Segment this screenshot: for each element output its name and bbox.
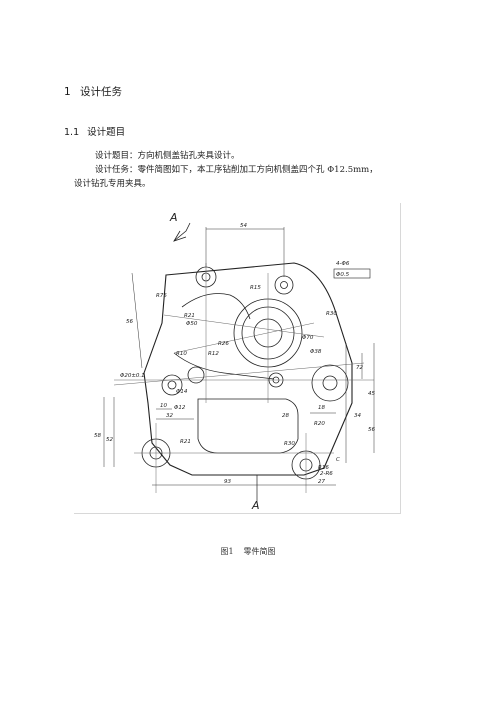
section-arrow-top — [173, 222, 191, 242]
dim-r20: R20 — [314, 421, 325, 427]
section-heading: 1 设计任务 — [64, 84, 122, 99]
section-number: 1 — [64, 86, 71, 98]
part-drawing: A — [94, 211, 375, 512]
center-lines — [113, 263, 374, 493]
section-arrowhead-top — [173, 230, 187, 242]
dim-r26: R26 — [218, 341, 229, 347]
dim-right2: 45 — [368, 391, 375, 397]
dim-bottom-left: 93 — [224, 479, 231, 485]
paragraph-topic: 设计题目：方向机侧盖钻孔夹具设计。 — [95, 151, 240, 161]
dim-d14: Φ14 — [176, 389, 188, 395]
paragraph-task-line1: 设计任务：零件简图如下，本工序钻削加工方向机侧盖四个孔 Φ12.5mm， — [95, 165, 378, 175]
dim-holes-tol: Φ0.5 — [336, 272, 350, 278]
dim-r30b: R30 — [284, 441, 295, 447]
paragraph-task-line2: 设计钻孔专用夹具。 — [74, 179, 151, 189]
caption-text: 零件简图 — [243, 547, 276, 556]
part-drawing-figure: A — [74, 203, 401, 514]
dim-left-vert: 56 — [126, 319, 133, 325]
subsection-title: 设计题目 — [87, 127, 126, 138]
dim-right3: 18 — [318, 405, 325, 411]
dim-hole-bottom: Φ20±0.1 — [120, 373, 145, 379]
dim-d50: Φ50 — [186, 321, 198, 327]
hole-mid — [187, 366, 205, 384]
dim-28: 28 — [282, 413, 289, 419]
hole-mid-left — [161, 374, 183, 396]
mid-web — [173, 352, 275, 380]
dim-10: 10 — [160, 403, 167, 409]
dim-d38: Φ38 — [310, 349, 322, 355]
dim-r10: R10 — [176, 351, 187, 357]
hole-top-right — [274, 275, 294, 295]
dim-left-inner: 52 — [106, 437, 113, 443]
subsection-number: 1.1 — [64, 127, 80, 138]
dim-left-outer: 58 — [94, 433, 101, 439]
top-web — [181, 293, 251, 320]
section-title: 设计任务 — [80, 86, 123, 98]
dim-d12: Φ12 — [174, 405, 186, 411]
dim-r12: R12 — [208, 351, 219, 357]
hole-right — [311, 364, 349, 402]
tolerance-frame — [333, 268, 371, 279]
dim-32: 32 — [166, 413, 173, 419]
dim-bottom-right: 27 — [318, 479, 325, 485]
dim-right1: 72 — [356, 365, 363, 371]
figure-caption: 图1 零件简图 — [0, 546, 496, 557]
dim-r30: R30 — [326, 311, 337, 317]
section-label-top: A — [169, 211, 178, 224]
dim-r15: R15 — [250, 285, 261, 291]
dim-top-width: 54 — [240, 223, 247, 229]
dim-right4: 34 — [354, 413, 361, 419]
part-outline — [143, 262, 353, 476]
dim-r16: R16 — [318, 465, 329, 471]
dim-r75: R75 — [156, 293, 167, 299]
dim-note: 2-R6 — [320, 471, 333, 477]
dim-r21b: R21 — [180, 439, 191, 445]
caption-number: 图1 — [220, 547, 234, 556]
inner-pocket — [197, 398, 299, 454]
dim-holes: 4-Φ6 — [336, 261, 350, 267]
dim-right5: 56 — [368, 427, 375, 433]
section-label-bottom: A — [251, 499, 260, 512]
dim-d70: Φ70 — [302, 335, 314, 341]
dimension-lines — [103, 227, 375, 486]
dim-label-c: C — [336, 457, 340, 463]
dim-r21: R21 — [184, 313, 195, 319]
subsection-heading: 1.1 设计题目 — [64, 124, 125, 138]
